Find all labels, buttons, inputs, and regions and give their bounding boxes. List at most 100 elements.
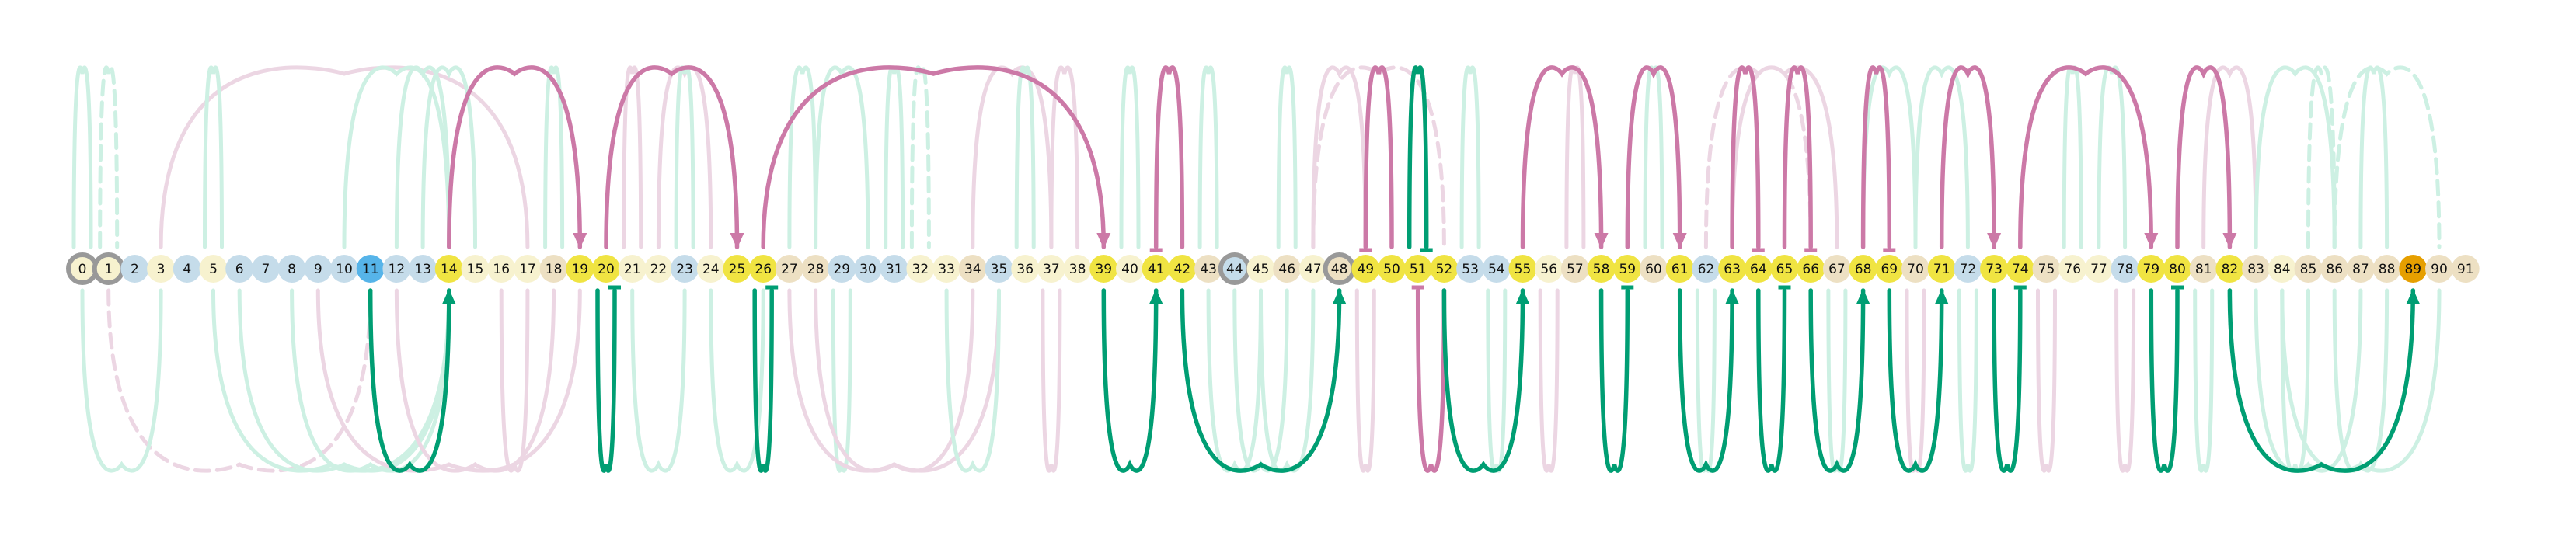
dependency-arc-87-88 (2358, 65, 2390, 249)
arrowhead-69-71 (1934, 289, 1949, 304)
token-node: 20 (592, 255, 620, 283)
token-node: 27 (775, 255, 803, 283)
token-node: 8 (277, 255, 306, 283)
token-node-label: 60 (1645, 262, 1662, 277)
token-node-label: 68 (1855, 262, 1872, 277)
token-node-circle (1378, 255, 1406, 283)
token-node: 34 (958, 255, 987, 283)
dependency-arc-52-55 (1441, 288, 1525, 473)
token-node: 62 (1692, 255, 1720, 283)
dependency-arc-52-51 (1415, 288, 1447, 473)
token-node-circle (199, 255, 228, 283)
token-node-label: 91 (2457, 262, 2474, 277)
token-node-circle (566, 255, 594, 283)
token-node: 69 (1875, 255, 1904, 283)
token-node-label: 17 (519, 262, 536, 277)
dependency-arc-51-51 (1407, 65, 1429, 249)
dependency-arc-37-38 (1049, 65, 1080, 249)
token-node-label: 46 (1278, 262, 1295, 277)
token-node: 67 (1822, 255, 1851, 283)
token-node-circle (173, 255, 201, 283)
token-node: 91 (2451, 255, 2480, 283)
token-node-label: 83 (2247, 262, 2264, 277)
token-node-label: 16 (493, 262, 510, 277)
token-node-circle (304, 255, 333, 283)
token-node-label: 6 (235, 262, 244, 277)
dependency-arc-1-1 (98, 65, 120, 249)
dependency-arc-86-90 (2332, 65, 2442, 249)
dependency-arc-84-90 (2280, 288, 2442, 473)
dependency-arc-0-0 (71, 65, 93, 249)
token-node-circle (723, 255, 751, 283)
dependency-arc-63-67 (1730, 65, 1839, 249)
token-node: 36 (1011, 255, 1040, 283)
token-node: 55 (1508, 255, 1537, 283)
token-node-label: 62 (1698, 262, 1715, 277)
token-node: 59 (1613, 255, 1642, 283)
dependency-arc-33-35 (944, 288, 1001, 473)
token-node-circle (2032, 255, 2061, 283)
token-node-label: 19 (571, 262, 588, 277)
token-node-label: 0 (78, 262, 87, 277)
dependency-arc-43-43 (1197, 65, 1219, 249)
dependency-arc-36-36 (1014, 65, 1036, 249)
token-node-circle (1560, 255, 1589, 283)
token-node: 3 (147, 255, 176, 283)
arrowhead-66-68 (1856, 289, 1870, 304)
token-node-label: 73 (1985, 262, 2003, 277)
token-node: 61 (1665, 255, 1694, 283)
token-node-label: 49 (1357, 262, 1374, 277)
token-node-label: 81 (2195, 262, 2212, 277)
dependency-arc-56-56 (1538, 288, 1560, 473)
token-node-circle (1535, 255, 1563, 283)
token-node-label: 18 (546, 262, 563, 277)
token-node-circle (1587, 255, 1616, 283)
token-node-label: 25 (729, 262, 746, 277)
token-node: 32 (906, 255, 935, 283)
arrowhead-42-48 (1332, 289, 1347, 304)
token-node-circle (828, 255, 856, 283)
token-node-label: 70 (1907, 262, 1924, 277)
dependency-arc-20-25 (604, 65, 740, 249)
token-node-label: 36 (1016, 262, 1034, 277)
faint-arcs-layer (71, 65, 2442, 473)
token-node-circle (513, 255, 542, 283)
token-node: 79 (2137, 255, 2166, 283)
token-node: 82 (2215, 255, 2244, 283)
token-node: 2 (120, 255, 149, 283)
arrowhead-39-41 (1149, 289, 1163, 304)
token-node: 46 (1273, 255, 1302, 283)
token-node-circle (1142, 255, 1170, 283)
token-node: 5 (199, 255, 228, 283)
token-node-circle (330, 255, 358, 283)
token-node: 22 (644, 255, 673, 283)
token-node-circle (1613, 255, 1642, 283)
token-node-circle (2451, 255, 2480, 283)
dependency-arc-69-71 (1887, 288, 1944, 473)
dependency-arc-31-31 (884, 65, 905, 249)
token-node: 0 (66, 252, 99, 285)
token-node: 83 (2242, 255, 2271, 283)
dependency-arc-43-45 (1206, 288, 1263, 473)
token-node: 16 (487, 255, 516, 283)
token-node: 7 (251, 255, 280, 283)
token-node-circle (932, 255, 961, 283)
token-node-label: 37 (1043, 262, 1060, 277)
token-node-label: 87 (2352, 262, 2369, 277)
token-node-label: 39 (1095, 262, 1112, 277)
token-node-circle (749, 255, 778, 283)
token-node: 30 (854, 255, 882, 283)
token-node-circle (487, 255, 516, 283)
token-node: 42 (1168, 255, 1197, 283)
token-node-circle (1875, 255, 1904, 283)
token-node-circle (356, 255, 385, 283)
token-node-label: 9 (314, 262, 322, 277)
token-node-label: 30 (859, 262, 877, 277)
token-node: 77 (2084, 255, 2113, 283)
token-node: 52 (1430, 255, 1459, 283)
token-node: 51 (1403, 255, 1432, 283)
dependency-arc-13-15 (420, 65, 477, 249)
token-node: 47 (1298, 255, 1327, 283)
token-node-label: 10 (336, 262, 353, 277)
token-node-circle (1482, 255, 1511, 283)
